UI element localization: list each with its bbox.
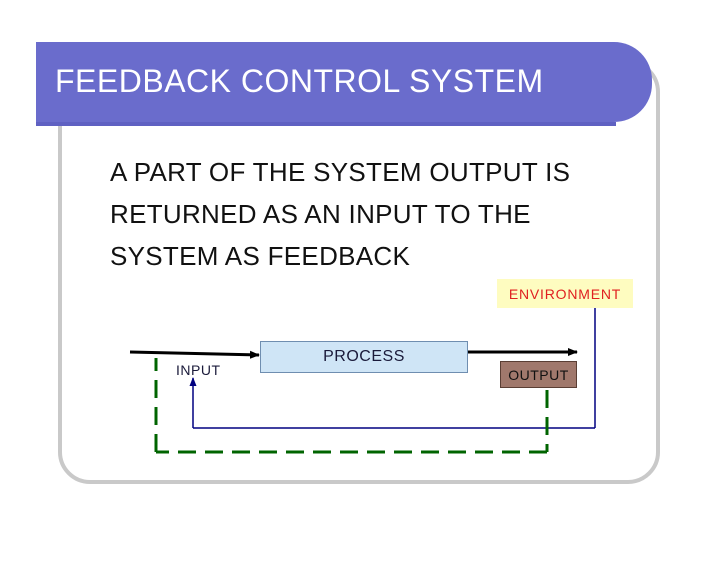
output-box: OUTPUT [500, 361, 577, 388]
input-label: INPUT [176, 362, 221, 378]
bullet-line-1: A PART OF THE SYSTEM OUTPUT IS [110, 157, 571, 187]
slide-title: FEEDBACK CONTROL SYSTEM [55, 63, 544, 99]
environment-box: ENVIRONMENT [497, 279, 633, 308]
input-flow-arrow [129, 350, 260, 359]
process-box: PROCESS [260, 341, 468, 373]
bullet-text: A PART OF THE SYSTEM OUTPUT IS RETURNED … [110, 151, 650, 277]
title-bar [36, 42, 652, 122]
title-underline [36, 122, 616, 126]
bullet-line-3: SYSTEM AS FEEDBACK [110, 241, 411, 271]
slide-frame [58, 60, 660, 484]
bullet-line-2: RETURNED AS AN INPUT TO THE [110, 199, 531, 229]
